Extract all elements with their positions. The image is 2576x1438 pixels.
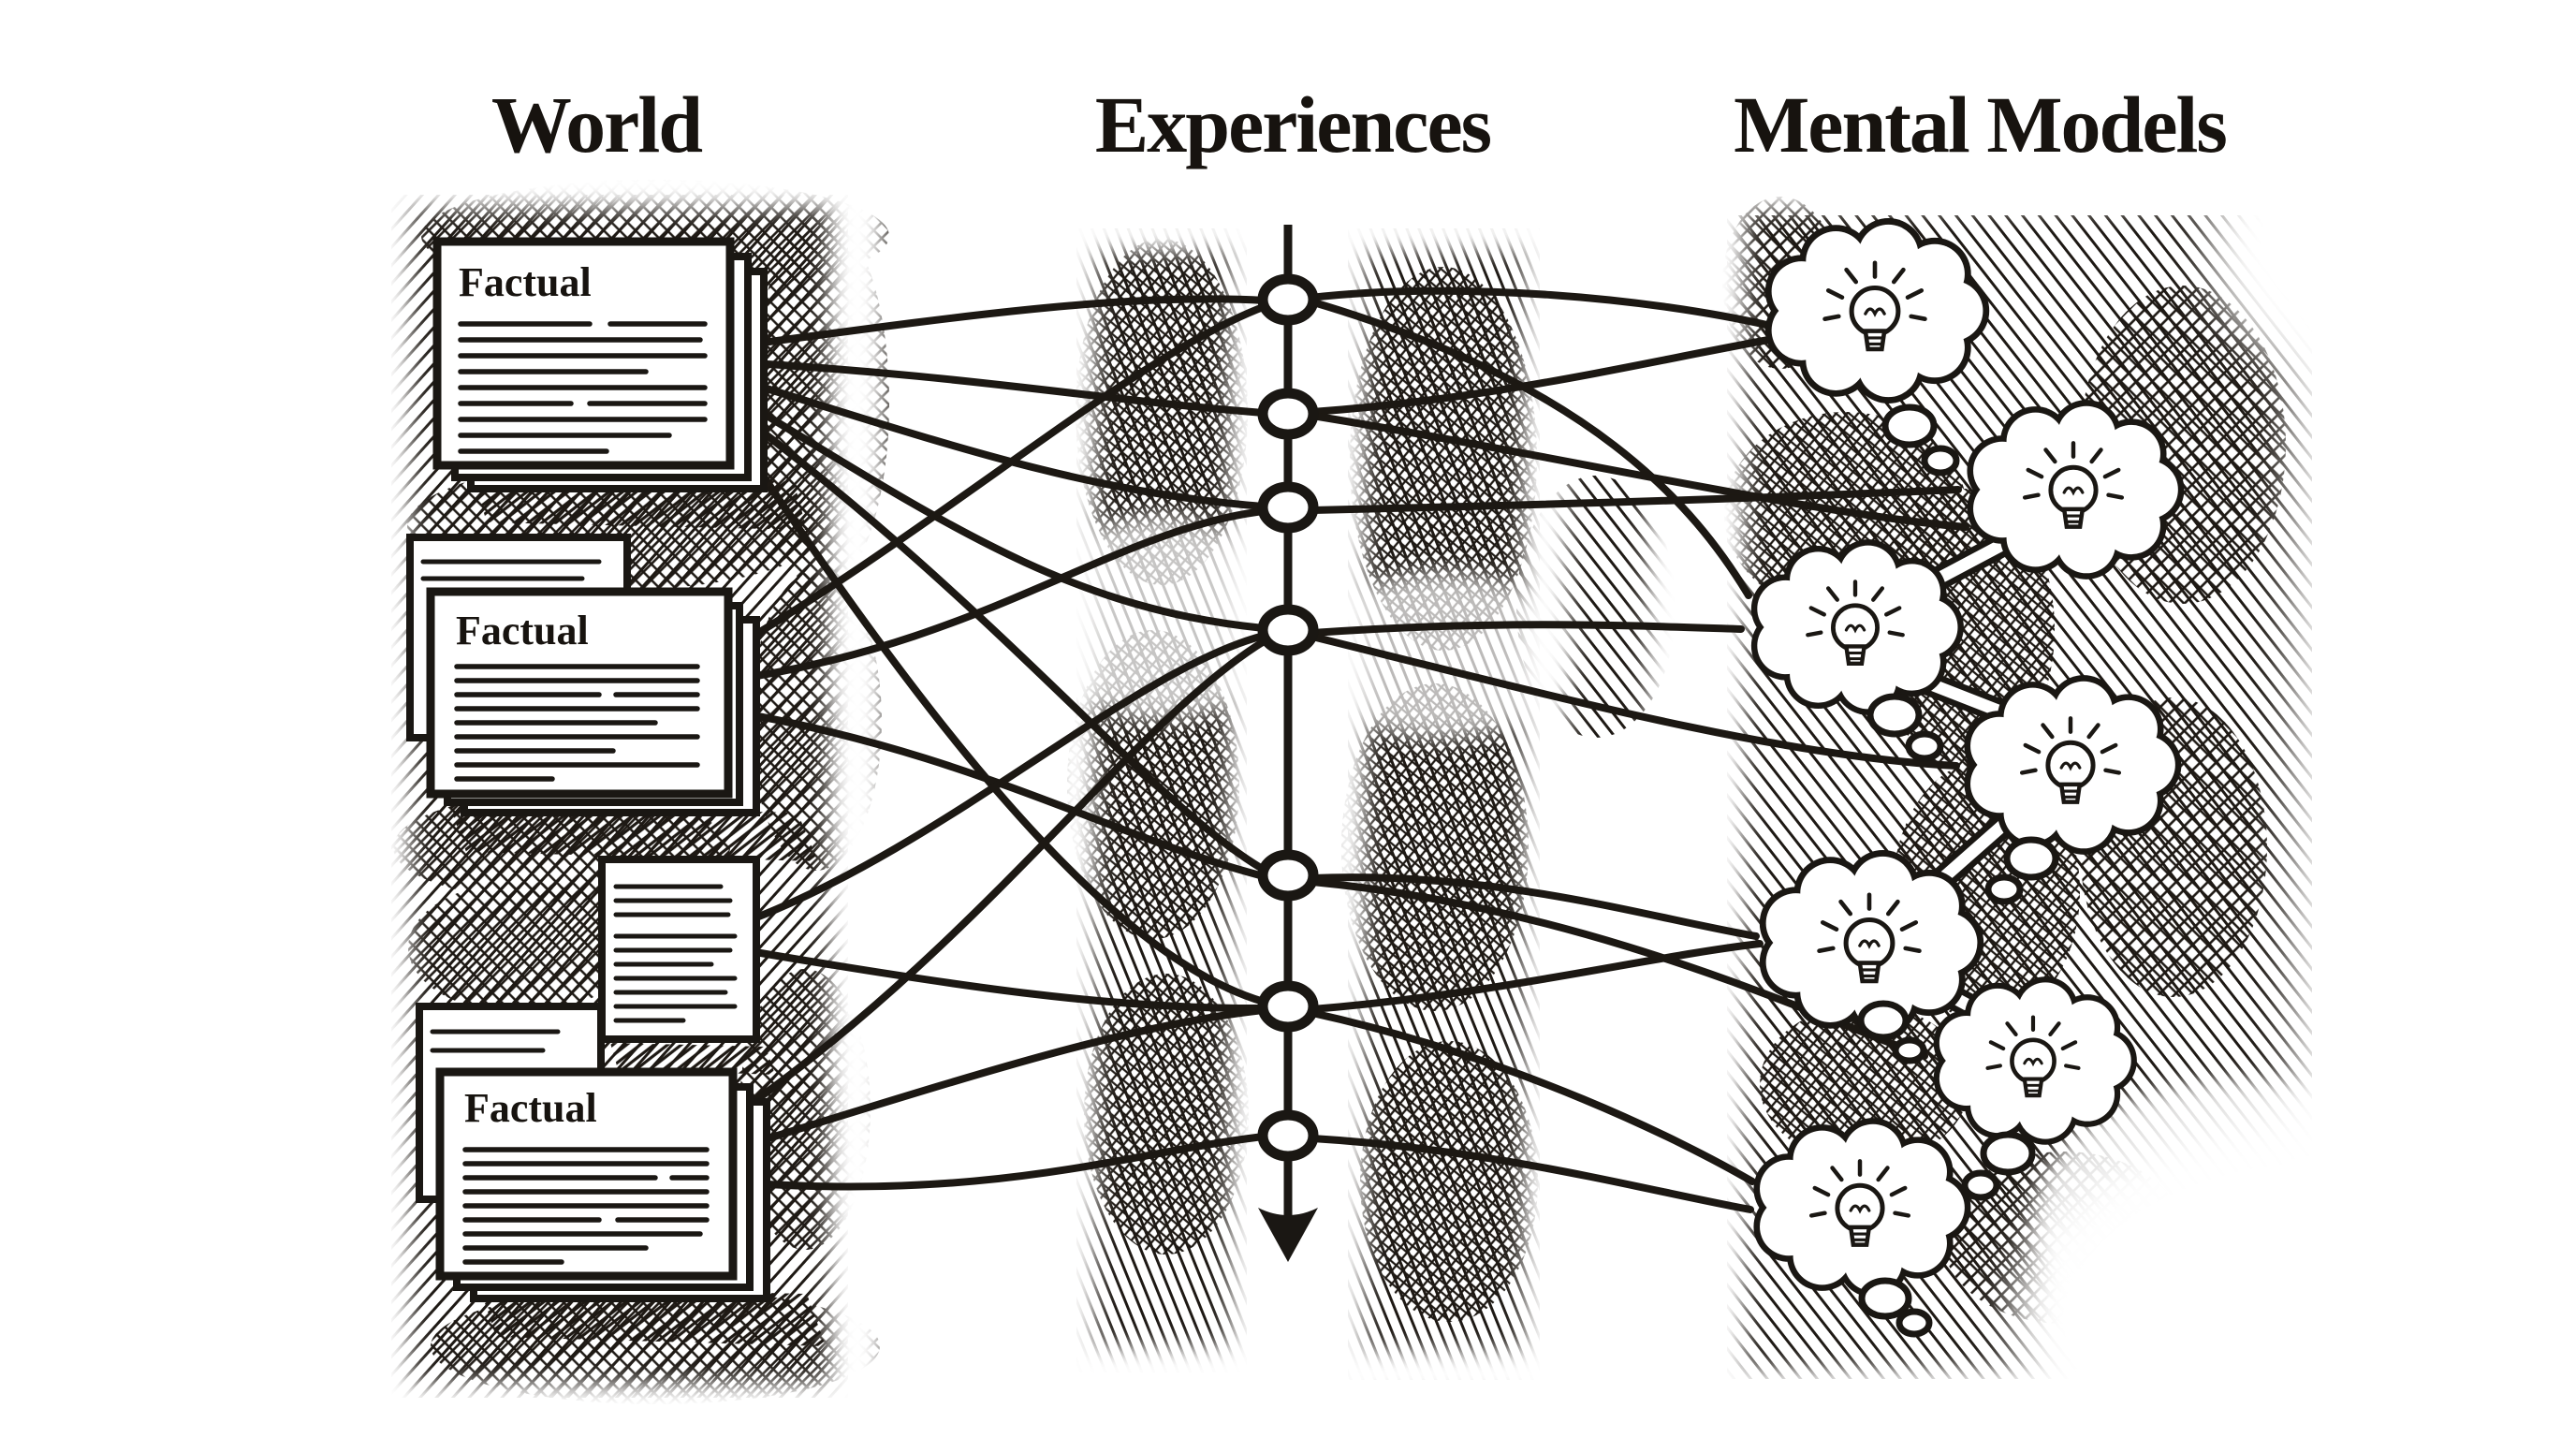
document-shadow — [449, 805, 818, 861]
timeline-node — [1257, 604, 1319, 656]
document-text-lines — [420, 559, 602, 581]
document-1-label: Factual — [459, 259, 592, 305]
experiences-timeline — [1257, 225, 1319, 1262]
document-stack-2 — [406, 534, 818, 861]
document-text-lines — [462, 1147, 710, 1265]
column-title-world: World — [490, 80, 703, 169]
document-stack-4 — [416, 1003, 826, 1346]
document-page — [435, 1067, 738, 1281]
document-text-lines — [458, 321, 708, 454]
timeline-node — [1257, 273, 1319, 326]
document-stack-3 — [598, 856, 775, 1075]
document-4-label: Factual — [464, 1085, 597, 1131]
document-text-lines — [430, 1029, 561, 1053]
timeline-node — [1257, 388, 1319, 440]
timeline-node — [1257, 980, 1319, 1033]
timeline-node — [1257, 1109, 1319, 1162]
column-title-experiences: Experiences — [1094, 80, 1492, 169]
column-title-mental-models: Mental Models — [1734, 80, 2228, 169]
thought-bubble-trails — [1857, 404, 2059, 1338]
document-2-label: Factual — [456, 608, 589, 653]
arrow-down-icon — [1258, 1208, 1318, 1262]
document-stack-1 — [432, 237, 807, 530]
world-to-experiences-connections — [717, 295, 1269, 1191]
document-text-lines — [613, 884, 738, 1023]
timeline-node — [1257, 849, 1319, 902]
experiences-hatch-band-right — [1310, 208, 1704, 1421]
timeline-node — [1257, 481, 1319, 534]
document-text-lines — [454, 664, 700, 782]
document-shadow — [610, 1043, 775, 1075]
thought-cloud-chain — [1750, 218, 2185, 1338]
